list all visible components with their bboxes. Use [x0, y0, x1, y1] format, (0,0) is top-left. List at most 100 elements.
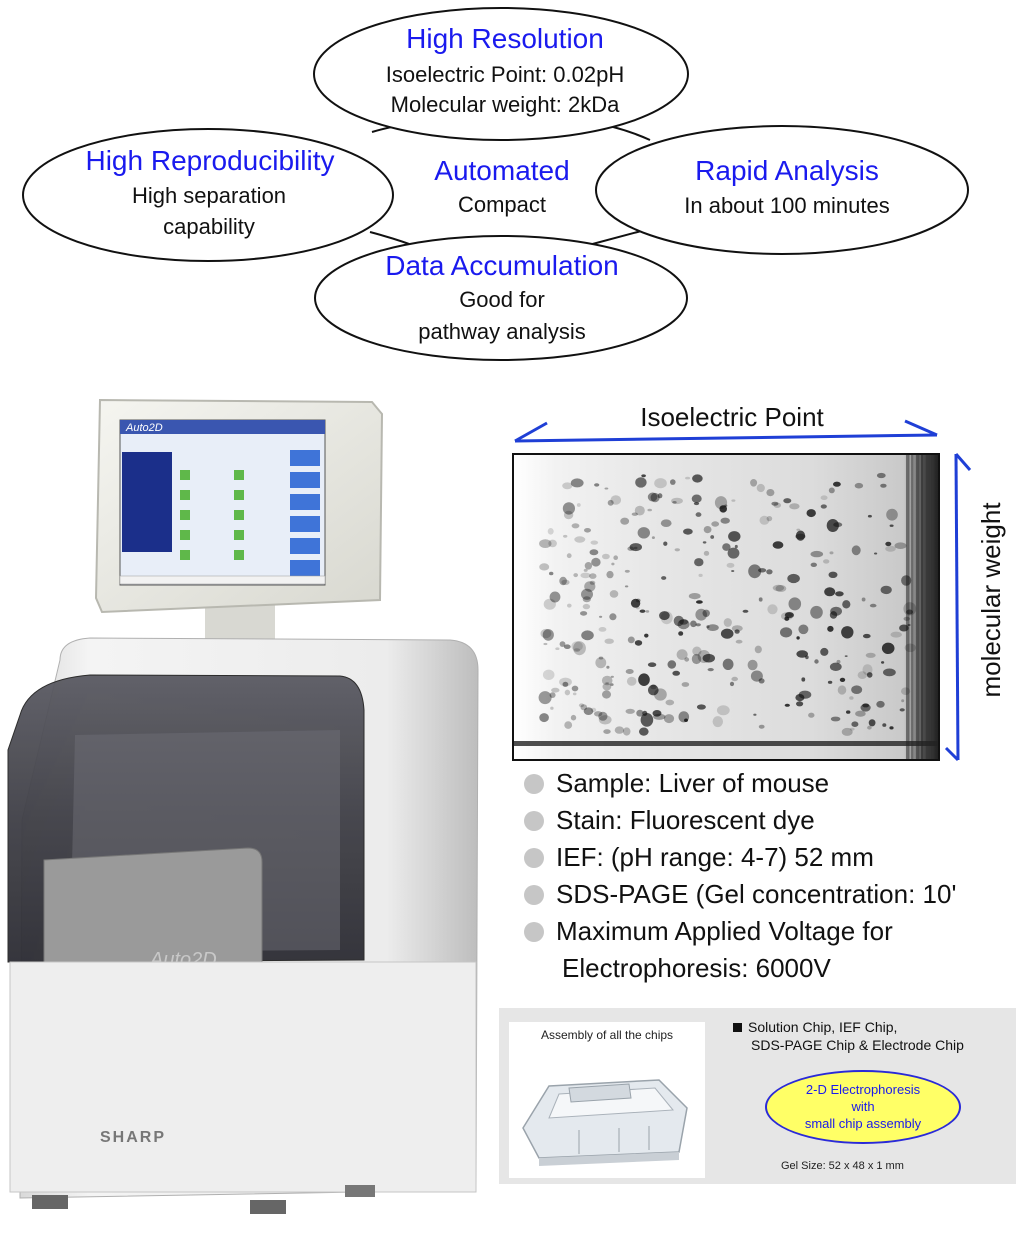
- gel-spot: [559, 641, 566, 647]
- gel-spot: [722, 543, 731, 551]
- gel-spot: [766, 516, 773, 522]
- gel-spot: [601, 675, 613, 686]
- gel-spot: [828, 571, 838, 578]
- gel-spot: [703, 550, 710, 556]
- spec-item: Maximum Applied Voltage for: [524, 916, 893, 946]
- gel-spot: [810, 605, 823, 619]
- gel-spot: [702, 609, 710, 617]
- gel-spot: [555, 647, 560, 650]
- gel-spot: [634, 505, 645, 516]
- gel-spot: [540, 628, 552, 639]
- gel-size: Gel Size: 52 x 48 x 1 mm: [781, 1160, 904, 1172]
- gel-image: [512, 453, 940, 761]
- gel-spot: [627, 636, 635, 644]
- gel-spot: [827, 625, 834, 632]
- gel-spot: [839, 677, 846, 682]
- gel-spot: [684, 718, 688, 722]
- screen-logo: Auto2D: [125, 422, 163, 434]
- chip-assembly-drawing: [522, 1079, 688, 1166]
- gel-spot: [659, 611, 670, 621]
- gel-spot: [549, 571, 554, 576]
- gel-spot: [611, 562, 615, 566]
- gel-spot: [653, 713, 666, 720]
- gel-spot: [851, 685, 863, 694]
- isoelectric-axis-arrow: [514, 419, 938, 443]
- gel-spot: [561, 579, 570, 585]
- gel-spot: [626, 676, 637, 686]
- gel-spot: [580, 704, 588, 711]
- device-illustration: Auto2D Auto2D SHARP: [7, 398, 479, 1214]
- gel-spot: [780, 627, 793, 638]
- spec-item: Stain: Fluorescent dye: [524, 805, 815, 835]
- gel-spot: [641, 474, 646, 478]
- gel-spot: [693, 502, 700, 506]
- front-panel: [43, 847, 263, 985]
- screen-titlebar: [120, 420, 325, 434]
- gel-spot: [728, 531, 741, 542]
- gel-spot: [543, 598, 556, 610]
- gel-spot: [836, 659, 841, 664]
- gel-spot: [650, 492, 660, 503]
- gel-spot: [674, 548, 680, 552]
- gel-spot: [594, 711, 603, 717]
- gel-spot: [889, 726, 894, 730]
- gel-spot: [539, 713, 549, 723]
- gel-spot: [759, 515, 770, 525]
- chip-assembly-photo: Assembly of all the chips: [509, 1022, 705, 1178]
- gel-spot: [748, 564, 762, 579]
- gel-spot: [563, 644, 571, 649]
- gel-spot: [844, 655, 848, 657]
- gel-spot: [826, 519, 839, 532]
- gel-spot: [571, 523, 580, 529]
- gel-spot: [580, 611, 588, 616]
- gel-spot: [734, 544, 738, 549]
- gel-spot: [722, 658, 734, 670]
- gel-spot: [603, 729, 611, 734]
- gel-spot: [539, 539, 552, 548]
- gel-spot: [702, 541, 707, 544]
- gel-spot: [598, 656, 604, 660]
- gel-spot: [639, 609, 646, 613]
- gel-spot: [692, 646, 702, 656]
- gel-spot: [610, 683, 614, 686]
- gel-spot: [885, 541, 892, 547]
- gel-spot: [567, 603, 572, 608]
- gel-spot: [882, 723, 887, 727]
- gel-spot: [595, 657, 607, 669]
- gel-spot: [604, 487, 609, 490]
- gel-spot: [889, 524, 894, 527]
- gel-spot: [773, 502, 781, 508]
- gel-spot: [798, 624, 809, 635]
- gel-spot: [692, 474, 703, 483]
- spec-text: IEF: (pH range: 4-7) 52 mm: [556, 842, 874, 872]
- gel-spot: [635, 477, 647, 488]
- gel-spot: [590, 540, 599, 545]
- gel-spot: [854, 482, 864, 489]
- gel-spot: [627, 546, 635, 551]
- gel-spot: [549, 591, 561, 603]
- center-line1: Compact: [458, 192, 546, 217]
- gel-spot: [829, 551, 834, 555]
- gel-spot: [734, 629, 740, 634]
- gel-spot: [756, 483, 765, 493]
- gel-spot: [566, 553, 572, 559]
- gel-spot: [667, 660, 677, 669]
- gel-spot: [638, 673, 650, 686]
- chip-list: Solution Chip, IEF Chip, SDS-PAGE Chip &…: [733, 1018, 964, 1054]
- gel-spot: [731, 570, 735, 572]
- gel-spot: [571, 685, 579, 692]
- gel-spot: [846, 710, 851, 714]
- gel-spot: [849, 696, 854, 700]
- gel-spot: [637, 527, 650, 539]
- gel-spot: [660, 519, 672, 527]
- badge-line3: small chip assembly: [804, 1116, 922, 1131]
- gel-spot: [639, 727, 649, 736]
- gel-spot: [602, 683, 612, 691]
- bullet-icon: [524, 811, 544, 831]
- gel-spot: [787, 573, 800, 584]
- gel-spot: [549, 692, 556, 698]
- gel-spot: [610, 495, 622, 505]
- gel-spot: [573, 573, 578, 578]
- gel-spot: [750, 479, 758, 487]
- gel-spot: [899, 624, 909, 632]
